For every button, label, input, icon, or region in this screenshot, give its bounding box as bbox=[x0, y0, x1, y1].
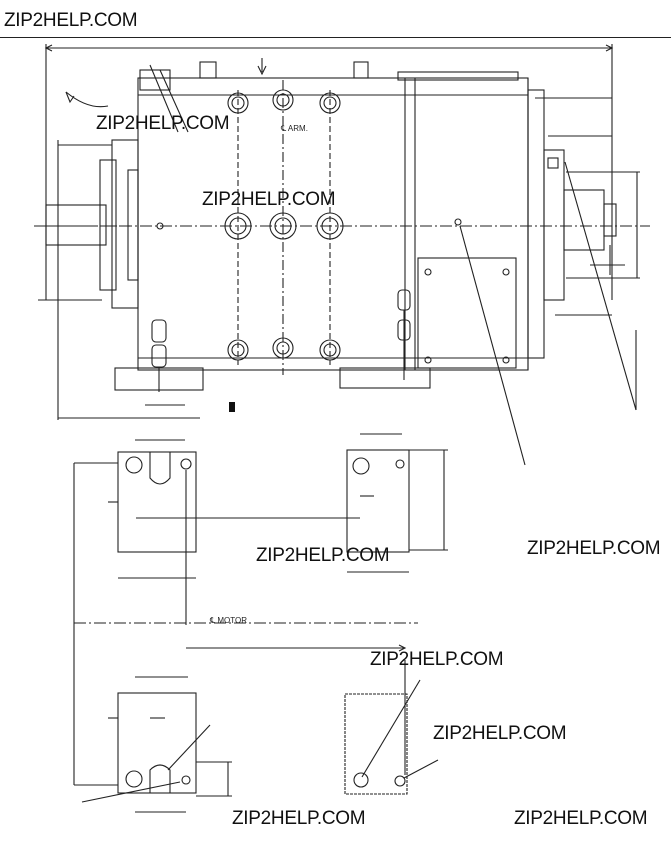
bolt-row-bottom bbox=[227, 337, 341, 361]
right-shaft bbox=[563, 189, 605, 251]
centerline-arm-label: ℄ ARM. bbox=[280, 124, 308, 133]
left-flange bbox=[99, 159, 117, 291]
watermark-text: ZIP2HELP.COM bbox=[514, 808, 648, 829]
watermark-text: ZIP2HELP.COM bbox=[232, 808, 366, 829]
foot-detail-upper-right bbox=[346, 449, 410, 553]
watermark-text: ZIP2HELP.COM bbox=[202, 189, 336, 210]
centerline-motor-label: ℄ MOTOR bbox=[209, 616, 247, 625]
terminal-box bbox=[417, 257, 517, 369]
foot-detail-upper-left bbox=[117, 451, 197, 553]
watermark-text: ZIP2HELP.COM bbox=[256, 545, 390, 566]
reference-marker bbox=[229, 402, 235, 412]
right-flange bbox=[543, 149, 565, 301]
right-foot bbox=[339, 367, 431, 389]
left-foot bbox=[114, 367, 204, 391]
foot-detail-lower-left bbox=[117, 692, 197, 794]
watermark-text: ZIP2HELP.COM bbox=[96, 113, 230, 134]
watermark-text: ZIP2HELP.COM bbox=[527, 538, 661, 559]
leader-line-center bbox=[459, 225, 526, 466]
left-shaft bbox=[45, 204, 107, 246]
watermark-text: ZIP2HELP.COM bbox=[370, 649, 504, 670]
page-header: ZIP2HELP.COM bbox=[0, 0, 671, 38]
watermark-text: ZIP2HELP.COM bbox=[433, 723, 567, 744]
bolt-row-top bbox=[227, 89, 341, 114]
foot-detail-lower-right bbox=[344, 693, 408, 795]
header-title: ZIP2HELP.COM bbox=[4, 10, 138, 31]
